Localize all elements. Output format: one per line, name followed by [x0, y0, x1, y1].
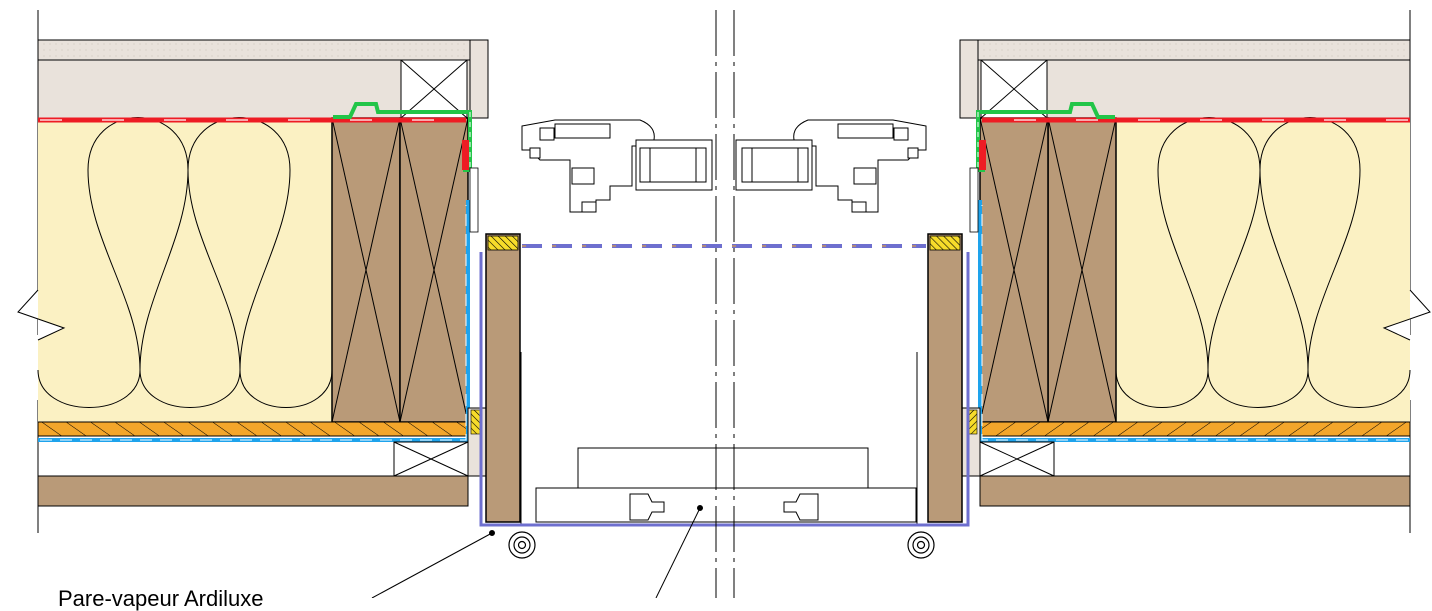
left-bottom-cross-block: [393, 407, 489, 477]
left-orange-board: [37, 421, 469, 437]
left-wall-plaster: [37, 59, 471, 119]
leader-lines: [371, 505, 703, 598]
bottom-sill-profile: [535, 447, 917, 523]
purple-profile: [479, 252, 970, 527]
left-insulation: [38, 120, 332, 422]
left-jamb-hatch: [487, 235, 519, 251]
left-break-symbol: [17, 289, 66, 341]
left-sash-profile: [521, 119, 713, 213]
left-wall: [17, 10, 489, 533]
left-timber-studs: [331, 117, 469, 423]
right-sash-profile: [735, 119, 927, 213]
left-jamb-board: [485, 233, 521, 523]
wheel-right-icon: [907, 531, 935, 559]
left-green-tape: [333, 102, 472, 172]
left-wall-corner-block: [469, 39, 489, 119]
window-section-drawing: [17, 10, 1431, 598]
right-jamb-board: [927, 233, 963, 523]
wheel-left-icon: [508, 531, 536, 559]
left-bottom-board: [37, 475, 469, 507]
left-top-cross-block: [400, 59, 468, 119]
right-jamb-hatch: [929, 235, 961, 251]
left-wall-top-layer: [37, 39, 489, 61]
right-wall: [959, 10, 1431, 533]
bottom-left-annotation: Pare-vapeur Ardiluxe: [58, 586, 264, 611]
window-opening: [469, 10, 979, 598]
